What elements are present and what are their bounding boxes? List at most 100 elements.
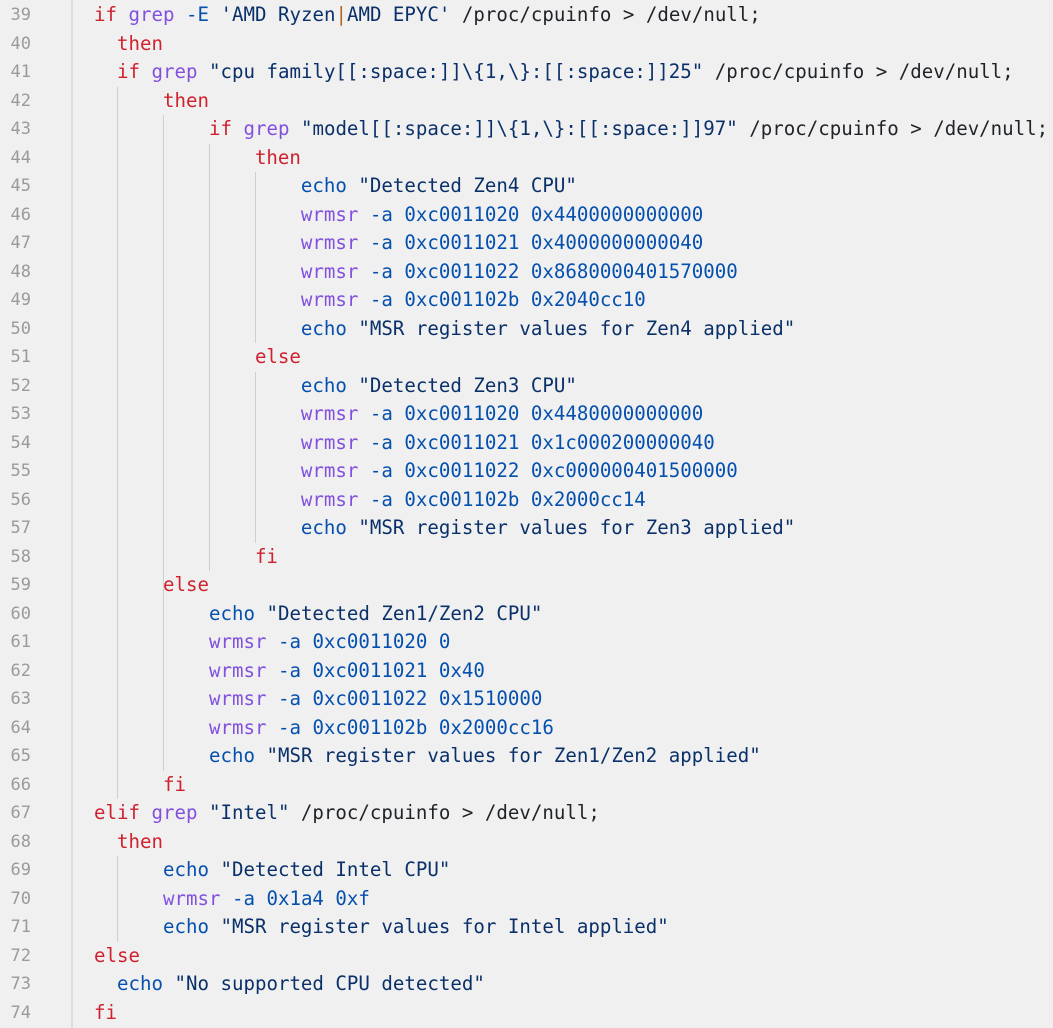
code-line[interactable]: 56 wrmsr -a 0xc001102b 0x2000cc14: [0, 486, 1053, 515]
code-line[interactable]: 64 wrmsr -a 0xc001102b 0x2000cc16: [0, 714, 1053, 743]
code-line[interactable]: 58 fi: [0, 543, 1053, 572]
code-token: grep: [128, 3, 175, 26]
line-number: 63: [10, 689, 31, 709]
code-line[interactable]: 44 then: [0, 144, 1053, 173]
code-text[interactable]: wrmsr -a 0xc0011022 0x8680000401570000: [94, 258, 738, 287]
code-line[interactable]: 50 echo "MSR register values for Zen4 ap…: [0, 315, 1053, 344]
code-token: "Detected Zen1/Zen2 CPU": [266, 601, 543, 625]
code-line[interactable]: 57 echo "MSR register values for Zen3 ap…: [0, 514, 1053, 543]
code-text[interactable]: wrmsr -a 0xc001102b 0x2040cc10: [94, 286, 646, 315]
code-text[interactable]: echo "MSR register values for Zen3 appli…: [94, 514, 795, 543]
code-token: [266, 659, 278, 682]
code-text[interactable]: wrmsr -a 0xc0011022 0x1510000: [94, 685, 542, 714]
code-line[interactable]: 59 else: [0, 571, 1053, 600]
code-token: [266, 687, 278, 710]
code-text[interactable]: echo "No supported CPU detected": [94, 970, 485, 999]
code-token: -a 0xc001102b 0x2000cc16: [277, 715, 554, 739]
code-text[interactable]: elif grep "Intel" /proc/cpuinfo > /dev/n…: [94, 799, 600, 828]
code-text[interactable]: if grep -E 'AMD Ryzen|AMD EPYC' /proc/cp…: [94, 1, 761, 30]
code-line[interactable]: 73 echo "No supported CPU detected": [0, 970, 1053, 999]
code-line[interactable]: 63 wrmsr -a 0xc0011022 0x1510000: [0, 685, 1053, 714]
code-line[interactable]: 46 wrmsr -a 0xc0011020 0x4400000000000: [0, 201, 1053, 230]
code-token: echo: [208, 744, 255, 767]
code-text[interactable]: wrmsr -a 0xc0011020 0: [94, 628, 450, 657]
code-line[interactable]: 71 echo "MSR register values for Intel a…: [0, 913, 1053, 942]
code-token: [358, 288, 370, 311]
code-line[interactable]: 43 if grep "model[[:space:]]\{1,\}:[[:sp…: [0, 115, 1053, 144]
code-text[interactable]: wrmsr -a 0x1a4 0xf: [94, 885, 370, 914]
code-line[interactable]: 66 fi: [0, 771, 1053, 800]
code-line[interactable]: 49 wrmsr -a 0xc001102b 0x2040cc10: [0, 286, 1053, 315]
code-text[interactable]: else: [94, 942, 140, 971]
code-text[interactable]: wrmsr -a 0xc0011020 0x4480000000000: [94, 400, 703, 429]
code-text[interactable]: echo "Detected Zen4 CPU": [94, 172, 577, 201]
code-text[interactable]: wrmsr -a 0xc0011021 0x40: [94, 657, 485, 686]
code-line[interactable]: 42 then: [0, 87, 1053, 116]
code-text[interactable]: wrmsr -a 0xc0011020 0x4400000000000: [94, 201, 703, 230]
code-text[interactable]: wrmsr -a 0xc001102b 0x2000cc16: [94, 714, 554, 743]
code-text[interactable]: fi: [94, 543, 278, 572]
code-token: [358, 459, 370, 482]
code-text[interactable]: then: [94, 30, 163, 59]
code-token: /proc/cpuinfo > /dev/null;: [737, 117, 1049, 140]
code-text[interactable]: then: [94, 87, 209, 116]
code-text[interactable]: echo "Detected Zen3 CPU": [94, 372, 577, 401]
line-number: 64: [10, 717, 31, 738]
code-text[interactable]: echo "Detected Zen1/Zen2 CPU": [94, 600, 542, 629]
code-text[interactable]: else: [94, 343, 301, 372]
code-text[interactable]: fi: [94, 771, 186, 800]
code-text[interactable]: echo "MSR register values for Zen1/Zen2 …: [94, 742, 761, 771]
code-token: wrmsr: [162, 886, 221, 910]
code-line[interactable]: 69 echo "Detected Intel CPU": [0, 856, 1053, 885]
code-text[interactable]: if grep "model[[:space:]]\{1,\}:[[:space…: [94, 115, 1048, 144]
code-line[interactable]: 62 wrmsr -a 0xc0011021 0x40: [0, 657, 1053, 686]
line-number: 62: [10, 660, 31, 681]
code-line[interactable]: 48 wrmsr -a 0xc0011022 0x868000040157000…: [0, 258, 1053, 287]
code-token: fi: [162, 772, 186, 796]
code-line[interactable]: 45 echo "Detected Zen4 CPU": [0, 172, 1053, 201]
code-line[interactable]: 51 else: [0, 343, 1053, 372]
code-text[interactable]: if grep "cpu family[[:space:]]\{1,\}:[[:…: [94, 58, 1014, 87]
code-token: -a 0xc0011020 0: [277, 630, 451, 653]
code-line[interactable]: 55 wrmsr -a 0xc0011022 0xc00000040150000…: [0, 457, 1053, 486]
code-token: [94, 146, 255, 169]
code-text[interactable]: fi: [94, 999, 117, 1028]
code-line[interactable]: 47 wrmsr -a 0xc0011021 0x4000000000040: [0, 229, 1053, 258]
code-line[interactable]: 65 echo "MSR register values for Zen1/Ze…: [0, 742, 1053, 771]
code-line[interactable]: 60 echo "Detected Zen1/Zen2 CPU": [0, 600, 1053, 629]
line-number: 61: [10, 632, 31, 652]
code-line[interactable]: 61 wrmsr -a 0xc0011020 0: [0, 628, 1053, 657]
code-text[interactable]: then: [94, 144, 301, 173]
code-token: then: [117, 31, 163, 55]
indent-guide: [255, 172, 256, 343]
code-line[interactable]: 72 else: [0, 942, 1053, 971]
code-text[interactable]: echo "MSR register values for Intel appl…: [94, 913, 669, 942]
code-token: else: [254, 345, 301, 368]
code-text[interactable]: wrmsr -a 0xc001102b 0x2000cc14: [94, 486, 646, 515]
code-text[interactable]: echo "MSR register values for Zen4 appli…: [94, 315, 795, 344]
code-line[interactable]: 52 echo "Detected Zen3 CPU": [0, 372, 1053, 401]
code-line[interactable]: 70 wrmsr -a 0x1a4 0xf: [0, 885, 1053, 914]
code-token: wrmsr: [300, 487, 359, 511]
code-text[interactable]: else: [94, 571, 209, 600]
code-text[interactable]: echo "Detected Intel CPU": [94, 856, 450, 885]
code-text[interactable]: wrmsr -a 0xc0011022 0xc000000401500000: [94, 457, 738, 486]
code-line[interactable]: 53 wrmsr -a 0xc0011020 0x4480000000000: [0, 400, 1053, 429]
code-text[interactable]: then: [94, 828, 163, 857]
code-text[interactable]: wrmsr -a 0xc0011021 0x1c000200000040: [94, 429, 715, 458]
code-line[interactable]: 40 then: [0, 30, 1053, 59]
code-text[interactable]: wrmsr -a 0xc0011021 0x4000000000040: [94, 229, 703, 258]
code-token: -a 0xc0011021 0x4000000000040: [369, 231, 704, 254]
code-token: [255, 602, 267, 625]
code-token: -a 0xc0011020 0x4400000000000: [369, 202, 704, 226]
code-line[interactable]: 68 then: [0, 828, 1053, 857]
line-number: 49: [10, 290, 31, 310]
code-line[interactable]: 41 if grep "cpu family[[:space:]]\{1,\}:…: [0, 58, 1053, 87]
code-token: wrmsr: [300, 202, 359, 226]
code-line[interactable]: 54 wrmsr -a 0xc0011021 0x1c000200000040: [0, 429, 1053, 458]
line-number: 72: [10, 945, 31, 966]
